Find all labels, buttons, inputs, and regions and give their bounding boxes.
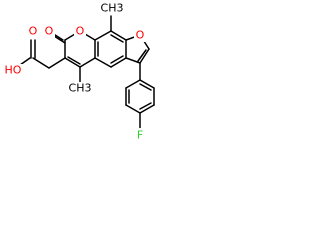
bond-c3a-c4: [110, 57, 127, 68]
bond-c6-c5: [64, 57, 81, 68]
atom-labels: HO O O O O CH3 CH3 F: [2, 2, 146, 142]
bond-acid-ch2: [32, 57, 50, 69]
bond-c9-c9a: [110, 30, 127, 41]
methyl-bottom-label: CH3: [69, 82, 92, 95]
bond-ph-1-2: [139, 79, 155, 89]
bond-ph-3-4: [139, 104, 155, 114]
bond-c4-c4a: [94, 57, 112, 68]
lactone-carbonyl-oxygen-label: O: [45, 25, 54, 38]
pyranone-ring-oxygen-label: O: [76, 25, 85, 38]
bond-c6-c5-inner: [67, 56, 81, 65]
bond-c9-c9a-inner: [110, 34, 124, 43]
bond-c2-c3-inner: [137, 49, 147, 62]
bond-ph-4-5: [125, 104, 141, 114]
methyl-top-label: CH3: [101, 2, 124, 15]
bond-ph-6-1: [125, 79, 141, 89]
bond-c3a-c4-inner: [110, 55, 124, 64]
bond-ch2-ring: [48, 57, 66, 69]
fluorine-label: F: [137, 129, 143, 142]
bond-c5-c4a: [79, 57, 96, 68]
chemical-structure-diagram: HO O O O O CH3 CH3 F: [2, 2, 155, 142]
bond-lines: [19, 15, 155, 129]
bond-c3-c3a: [125, 57, 141, 64]
bond-c2-c3: [139, 48, 150, 64]
bond-ho-c: [19, 57, 31, 66]
bond-ph-inner-a: [139, 83, 152, 91]
hydroxyl-label: HO: [5, 64, 22, 77]
bond-c7-o-carbonyl-b: [53, 35, 66, 44]
bond-ph-inner-b: [139, 102, 152, 110]
acid-carbonyl-oxygen-label: O: [29, 25, 38, 38]
furan-ring-oxygen-label: O: [136, 29, 145, 42]
bond-c8a-c9: [94, 30, 112, 41]
